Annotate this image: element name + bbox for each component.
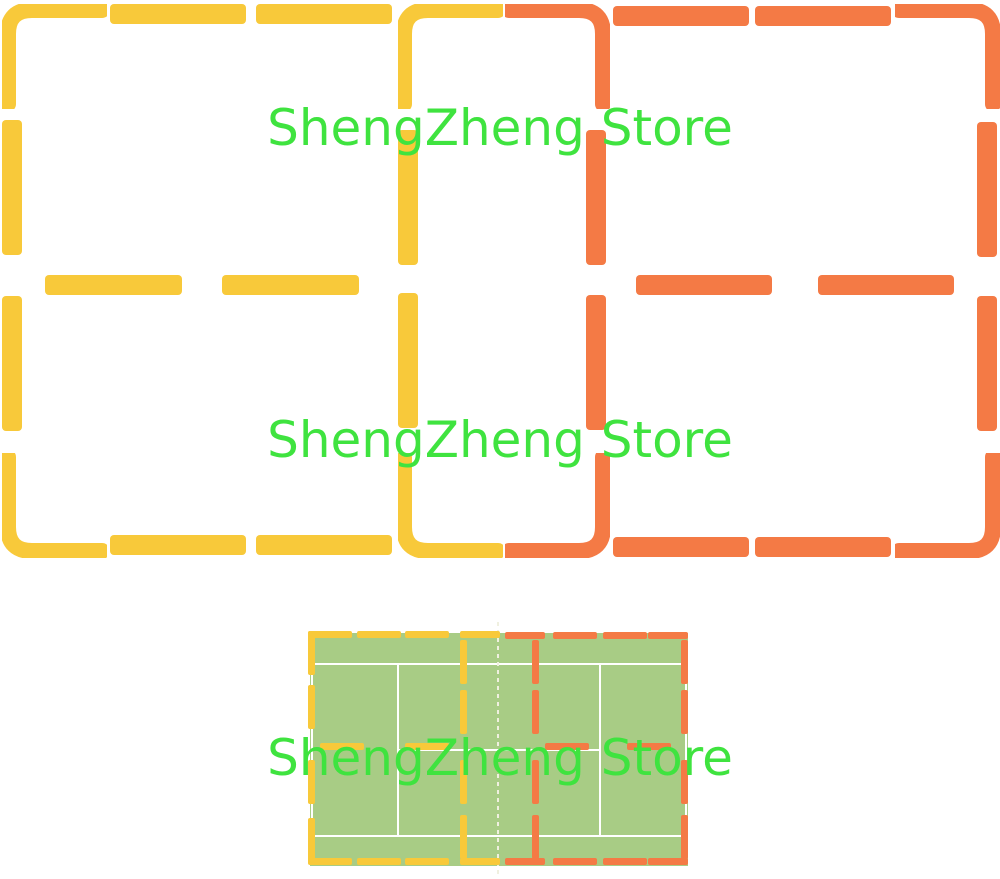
- orange-strip: [613, 6, 749, 26]
- yellow-corner-top-mid: [398, 4, 503, 109]
- orange-strip: [755, 6, 891, 26]
- yellow-strip: [398, 130, 418, 265]
- yellow-corner-top-left: [2, 4, 107, 109]
- yellow-strip: [2, 296, 22, 431]
- yellow-strip: [2, 120, 22, 255]
- orange-strip: [636, 275, 772, 295]
- yellow-strip: [110, 535, 246, 555]
- yellow-strip: [110, 4, 246, 24]
- orange-strip: [977, 122, 997, 257]
- orange-strip: [613, 537, 749, 557]
- orange-strip: [586, 130, 606, 265]
- court-lines: [311, 622, 687, 876]
- orange-strip: [818, 275, 954, 295]
- orange-corner-bottom-right: [895, 453, 1000, 558]
- yellow-strip: [45, 275, 182, 295]
- orange-corner-top-left: [505, 4, 610, 109]
- yellow-corner-bottom-left: [2, 453, 107, 558]
- orange-corner-bottom-left: [505, 453, 610, 558]
- yellow-strip: [222, 275, 359, 295]
- yellow-corner-bottom-mid: [398, 453, 503, 558]
- yellow-strip: [256, 535, 392, 555]
- orange-corner-top-right: [895, 4, 1000, 109]
- yellow-inset-markers: [308, 631, 500, 865]
- yellow-strip: [398, 293, 418, 428]
- orange-strip: [586, 295, 606, 430]
- orange-strip: [977, 296, 997, 431]
- orange-strip: [755, 537, 891, 557]
- orange-inset-markers: [505, 632, 688, 865]
- yellow-strip: [256, 4, 392, 24]
